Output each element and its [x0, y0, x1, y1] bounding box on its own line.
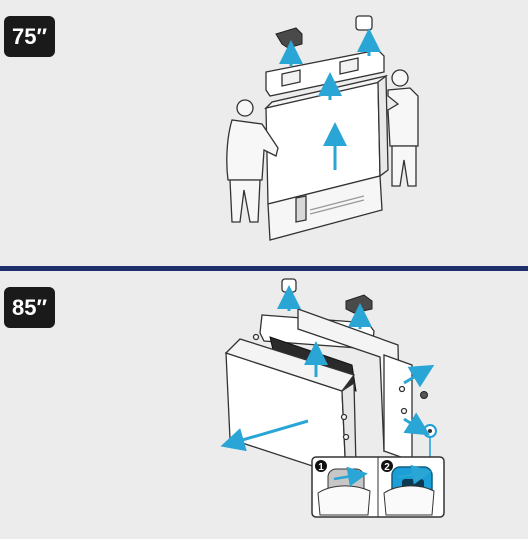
corner-cap-right-icon: [355, 15, 373, 31]
person-right-icon: [387, 69, 419, 187]
svg-text:1: 1: [318, 462, 324, 473]
clip-detail-icon: [420, 391, 437, 457]
corner-cap-left-icon: [281, 278, 297, 293]
section-85-panel: 85″: [0, 271, 528, 539]
size-badge-75: 75″: [4, 16, 55, 57]
step-inset: 1 2: [311, 456, 445, 518]
lift-arrows: [279, 28, 381, 170]
section-75-panel: 75″: [0, 0, 528, 266]
person-left-icon: [226, 99, 279, 223]
tv-box-icon: [263, 74, 389, 241]
corner-cap-right-icon: [345, 294, 373, 314]
unboxing-illustration-85: 1 2: [220, 278, 445, 518]
lift-arrows: [220, 285, 435, 452]
section-divider: [0, 266, 528, 271]
unboxing-illustration-75: [226, 15, 419, 241]
corner-cap-left-icon: [275, 27, 303, 49]
svg-text:2: 2: [384, 462, 390, 473]
size-badge-85: 85″: [4, 287, 55, 328]
tv-box-front-icon: [224, 333, 408, 479]
